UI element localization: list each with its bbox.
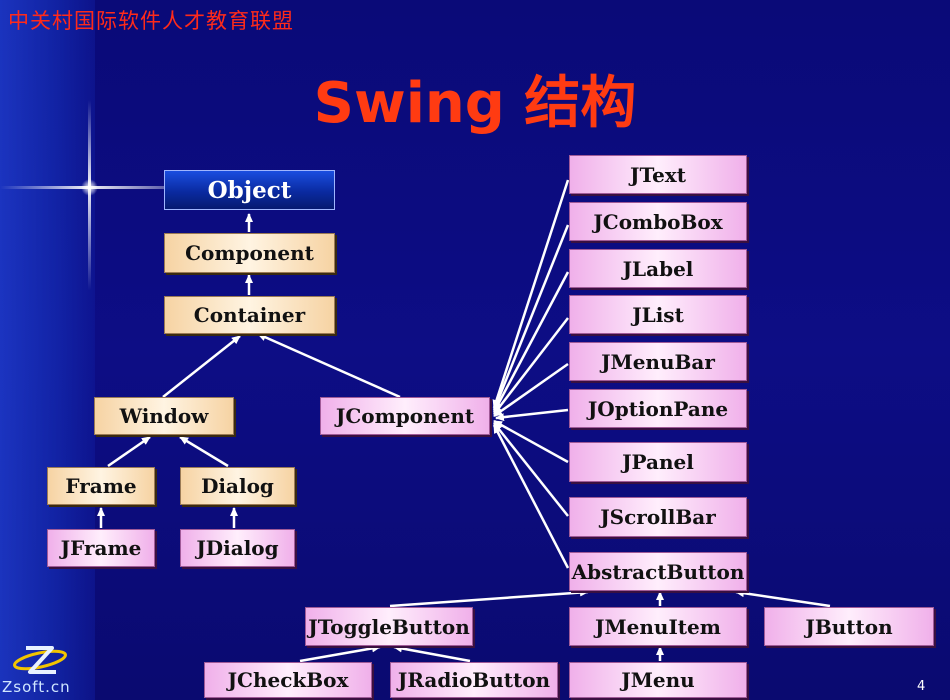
arrow-jlist-jcomponent <box>493 317 569 415</box>
node-jmenuitem: JMenuItem <box>569 607 747 646</box>
arrow-abstractbutton-jcomponent <box>492 424 570 569</box>
arrow-jcheckbox-jtogglebutton <box>299 644 381 663</box>
node-jmenu: JMenu <box>569 662 747 698</box>
node-jtext: JText <box>569 155 747 194</box>
arrow-jtogglebutton-abstractbutton <box>389 588 589 608</box>
node-component: Component <box>164 233 335 273</box>
page-number: 4 <box>917 679 926 694</box>
node-jcheckbox: JCheckBox <box>204 662 372 698</box>
arrow-jscrollbar-jcomponent <box>493 422 569 517</box>
organization-name: 中关村国际软件人才教育联盟 <box>8 9 294 33</box>
arrow-jmenubar-jcomponent <box>493 362 569 418</box>
arrow-jtext-jcomponent <box>492 179 570 409</box>
node-jtogglebutton: JToggleButton <box>305 607 473 646</box>
arrow-joptionpane-jcomponent <box>495 408 569 422</box>
node-jradiobutton: JRadioButton <box>390 662 558 698</box>
node-object: Object <box>164 170 335 210</box>
node-jcombobox: JComboBox <box>569 202 747 241</box>
node-jpanel: JPanel <box>569 442 747 482</box>
node-jlist: JList <box>569 295 747 334</box>
node-jmenubar: JMenuBar <box>569 342 747 381</box>
arrow-dialog-window <box>179 435 229 468</box>
node-jdialog: JDialog <box>180 529 295 567</box>
zsoft-logo-icon <box>13 646 67 674</box>
light-flare-horizontal <box>0 186 210 189</box>
arrow-jpanel-jcomponent <box>493 419 569 464</box>
node-frame: Frame <box>47 467 155 505</box>
arrow-jradiobutton-jtogglebutton <box>393 644 471 663</box>
node-window: Window <box>94 397 234 435</box>
node-dialog: Dialog <box>180 467 295 505</box>
arrow-jcomponent-container <box>257 332 401 399</box>
arrow-window-container <box>162 335 241 398</box>
arrow-jlabel-jcomponent <box>492 271 570 413</box>
light-flare-core <box>81 179 98 196</box>
node-joptionpane: JOptionPane <box>569 389 747 428</box>
logo-text: Zsoft.cn <box>2 678 71 696</box>
node-jscrollbar: JScrollBar <box>569 497 747 537</box>
node-jbutton: JButton <box>764 607 934 646</box>
node-jframe: JFrame <box>47 529 155 567</box>
node-jlabel: JLabel <box>569 249 747 288</box>
left-stripe <box>0 0 95 700</box>
slide-title: Swing 结构 <box>313 71 637 136</box>
arrow-jcombobox-jcomponent <box>492 224 570 411</box>
arrow-jbutton-abstractbutton <box>735 589 831 608</box>
node-container: Container <box>164 296 335 334</box>
node-jcomponent: JComponent <box>320 397 490 435</box>
arrow-frame-window <box>107 435 151 468</box>
node-abstractbutton: AbstractButton <box>569 552 747 591</box>
